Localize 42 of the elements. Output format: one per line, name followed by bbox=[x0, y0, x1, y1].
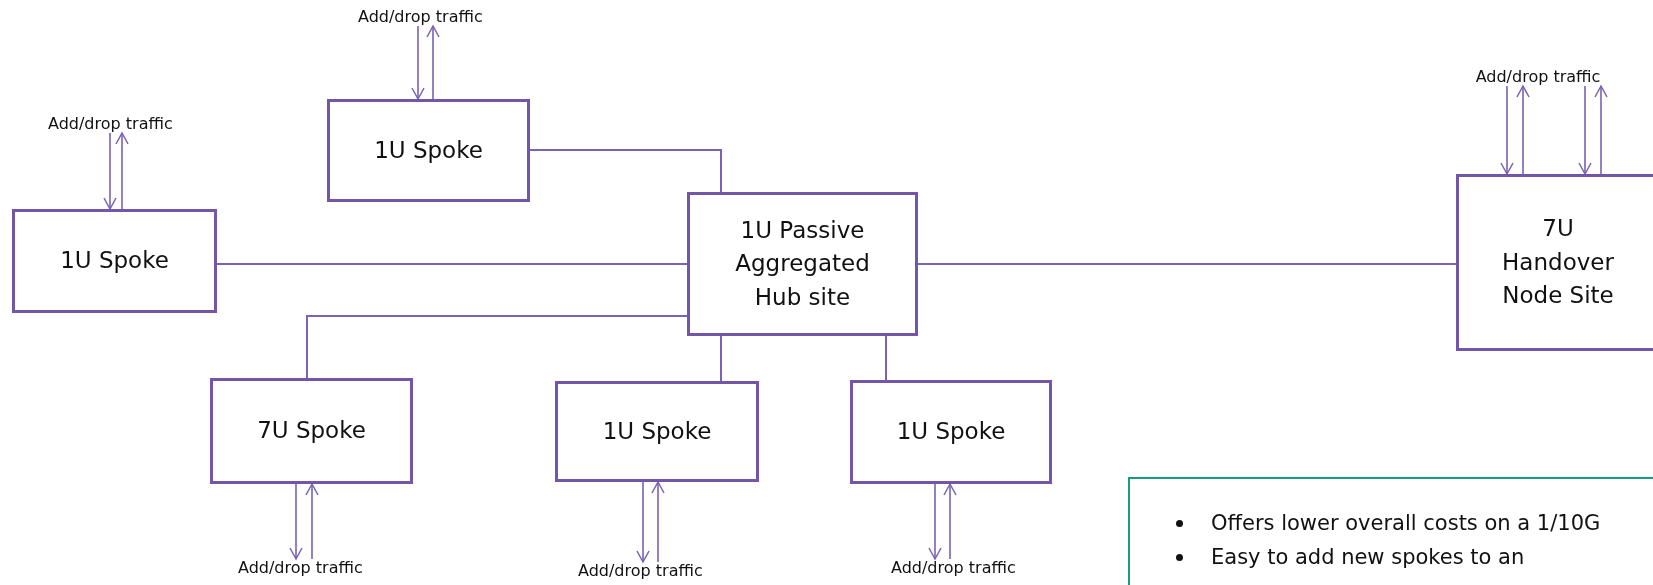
node-label: 1U Spoke bbox=[60, 246, 169, 276]
arrow bbox=[1594, 85, 1608, 175]
site-box bbox=[1456, 174, 1653, 351]
site-box bbox=[850, 380, 1052, 484]
arrow bbox=[411, 25, 425, 100]
arrow bbox=[651, 481, 665, 563]
arrow bbox=[289, 483, 303, 560]
site-box bbox=[12, 209, 217, 313]
traffic-label: Add/drop traffic bbox=[48, 115, 172, 133]
connector-line bbox=[720, 335, 722, 382]
arrow bbox=[928, 483, 942, 560]
node-label: 7U Handover Node Site bbox=[1501, 214, 1615, 311]
site-box bbox=[687, 192, 918, 336]
arrow bbox=[943, 483, 957, 560]
node-label: 1U Spoke bbox=[602, 416, 712, 446]
arrow bbox=[636, 481, 650, 563]
connector-line bbox=[216, 263, 688, 265]
site-box bbox=[555, 381, 759, 482]
arrow bbox=[1516, 85, 1530, 175]
traffic-label: Add/drop traffic bbox=[358, 8, 482, 26]
node-label: 7U Spoke bbox=[257, 416, 366, 446]
connector-line bbox=[306, 315, 688, 379]
arrow bbox=[103, 132, 117, 210]
bullet-text: Offers lower overall costs on a 1/10G bbox=[1211, 510, 1601, 537]
arrow bbox=[426, 25, 440, 100]
traffic-label: Add/drop traffic bbox=[238, 559, 362, 577]
traffic-label: Add/drop traffic bbox=[891, 559, 1015, 577]
traffic-label: Add/drop traffic bbox=[1468, 68, 1608, 86]
site-box bbox=[327, 99, 530, 202]
arrow bbox=[1578, 85, 1592, 175]
node-label: 1U Passive Aggregated Hub site bbox=[734, 216, 871, 312]
traffic-label: Add/drop traffic bbox=[578, 562, 702, 580]
arrow bbox=[305, 483, 319, 560]
arrow bbox=[1500, 85, 1514, 175]
arrow bbox=[115, 132, 129, 210]
node-label: 1U Spoke bbox=[896, 417, 1006, 447]
connector-line bbox=[917, 263, 1457, 265]
site-box bbox=[210, 378, 413, 484]
bullet-text: Easy to add new spokes to an bbox=[1211, 543, 1525, 571]
connector-line bbox=[885, 335, 887, 381]
connector-line bbox=[529, 149, 722, 193]
node-label: 1U Spoke bbox=[374, 135, 483, 165]
